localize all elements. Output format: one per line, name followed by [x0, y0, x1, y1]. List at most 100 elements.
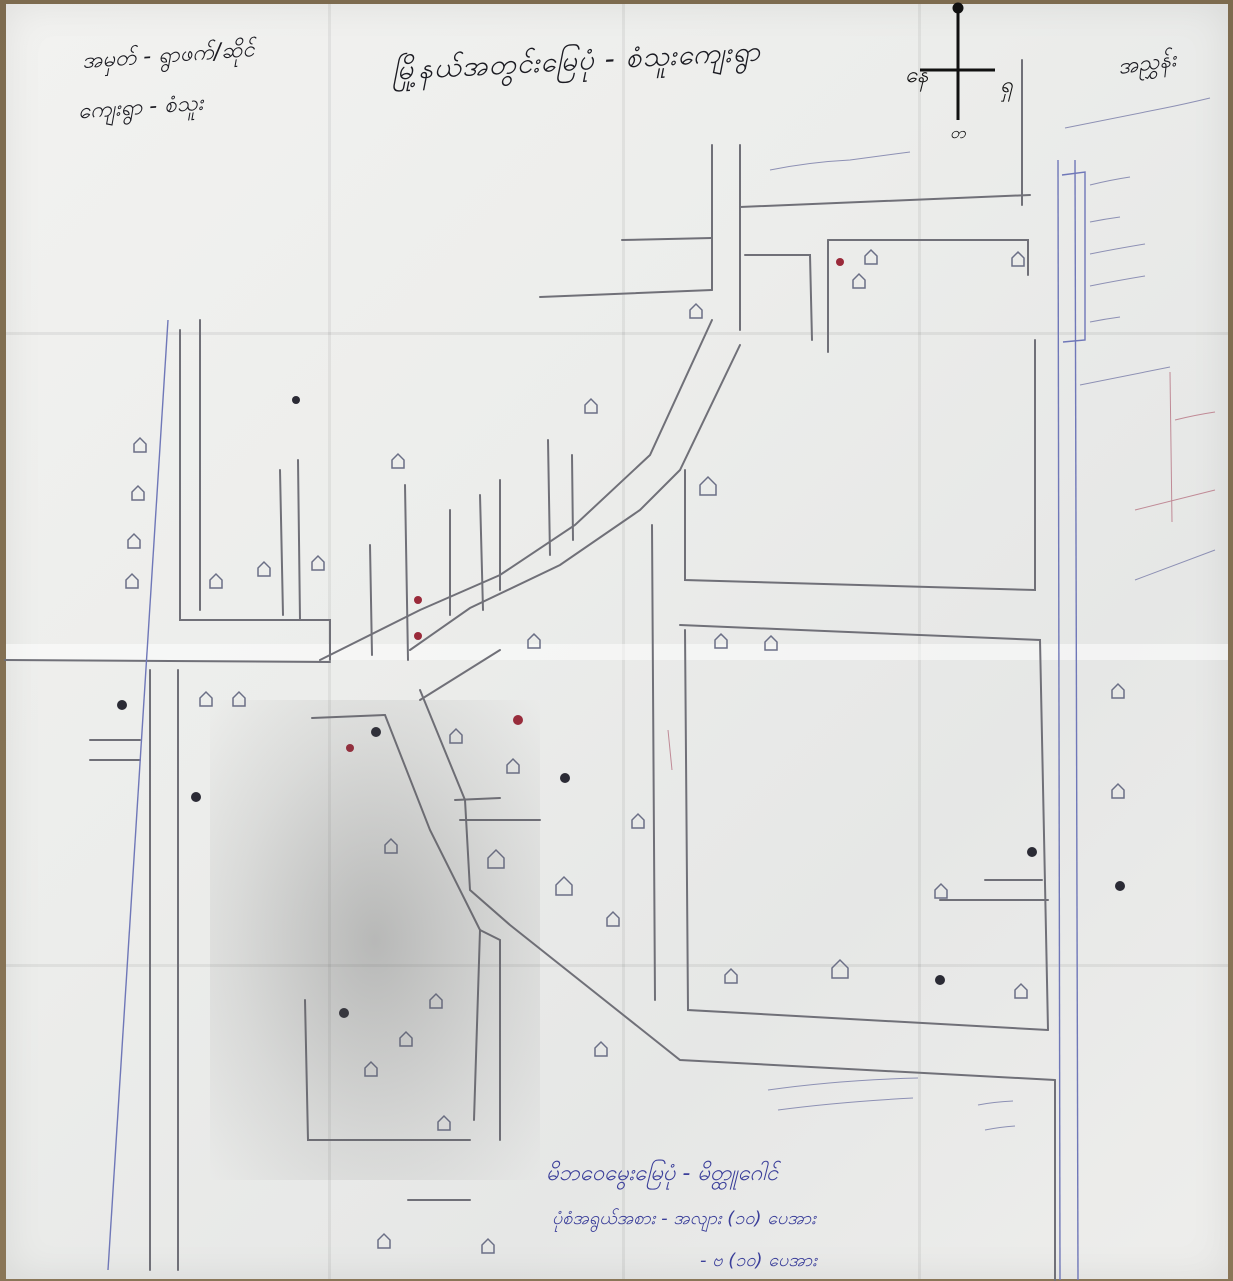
- house-marker: [232, 690, 246, 707]
- house-marker: [831, 958, 849, 979]
- compass-north-mark: [952, 2, 964, 14]
- fold-line: [622, 4, 625, 1279]
- road-line: [4, 659, 331, 663]
- house-marker: [852, 272, 866, 289]
- road-line: [621, 237, 713, 241]
- compass-south-label: တ: [950, 123, 966, 142]
- fold-line: [918, 4, 921, 1279]
- red-marker: [414, 632, 422, 640]
- faint-scribble: [1089, 275, 1146, 287]
- fold-line: [6, 644, 1228, 660]
- footer-line-3: - ဗ (၁၀) ပေအား: [700, 1250, 817, 1271]
- road-line: [419, 689, 1056, 1081]
- compass-east-label: ရှ: [1000, 73, 1013, 98]
- dark-marker: [339, 1008, 349, 1018]
- house-marker: [131, 484, 145, 501]
- road-line: [479, 929, 501, 1141]
- faint-red-scribble: [1174, 411, 1216, 421]
- road-line: [679, 624, 1049, 1031]
- road-line: [454, 797, 501, 801]
- dark-marker: [117, 700, 127, 710]
- road-line: [179, 329, 299, 621]
- paper-sheet: [6, 4, 1228, 1279]
- red-marker: [513, 715, 523, 725]
- dark-markers: [117, 396, 1125, 1018]
- house-marker: [199, 690, 213, 707]
- faint-scribble: [984, 1125, 1016, 1131]
- road-line: [571, 454, 574, 541]
- road-line: [539, 289, 713, 298]
- house-marker: [527, 632, 541, 649]
- house-marker: [209, 572, 223, 589]
- faint-red-scribble: [667, 729, 673, 771]
- house-marker: [506, 757, 520, 774]
- footer-line-2: ပုံစံအရွယ်အစား - အလျား (၁၀) ပေအား: [552, 1208, 816, 1229]
- faint-scribble: [1089, 243, 1146, 255]
- faint-scribble: [1134, 549, 1216, 581]
- house-marker: [699, 475, 717, 496]
- house-marker: [384, 837, 398, 854]
- road-line: [369, 544, 373, 656]
- faint-scribble: [1089, 176, 1131, 186]
- compass-cross: [920, 2, 995, 120]
- road-line: [279, 469, 284, 616]
- faint-scribble: [1079, 366, 1171, 386]
- fold-line: [6, 332, 1228, 335]
- house-marker: [724, 967, 738, 984]
- house-marker: [429, 992, 443, 1009]
- house-marker: [764, 634, 778, 651]
- road-line: [419, 649, 501, 701]
- road-line: [479, 494, 484, 611]
- faint-scribble: [769, 151, 911, 171]
- road-line: [684, 339, 1036, 592]
- road-line: [297, 619, 331, 661]
- dark-marker: [292, 396, 300, 404]
- road-line: [297, 459, 301, 621]
- red-markers: [346, 258, 844, 752]
- dark-marker: [935, 975, 945, 985]
- faint-scribble: [1064, 97, 1211, 129]
- faint-red-scribble: [1169, 371, 1173, 523]
- house-marker: [934, 882, 948, 899]
- ink-lines: [107, 159, 1086, 1281]
- road-line: [739, 194, 1031, 208]
- dark-marker: [191, 792, 201, 802]
- faint-red-scribble: [1134, 489, 1216, 511]
- red-marker: [346, 744, 354, 752]
- faint-scribble: [1089, 216, 1121, 223]
- house-marker: [125, 572, 139, 589]
- road-line: [404, 484, 409, 661]
- road-line: [409, 344, 741, 651]
- house-marker: [1014, 982, 1028, 999]
- red-marker: [836, 258, 844, 266]
- house-markers: [125, 248, 1125, 1254]
- house-marker: [714, 632, 728, 649]
- house-marker: [133, 436, 147, 453]
- ink-line: [1061, 171, 1086, 343]
- house-marker: [377, 1232, 391, 1249]
- road-line: [684, 629, 1049, 1031]
- house-marker: [1011, 250, 1025, 267]
- house-marker: [391, 452, 405, 469]
- house-marker: [487, 848, 505, 869]
- house-marker: [257, 560, 271, 577]
- faint-red-annotations: [667, 371, 1216, 771]
- faint-scribble: [977, 1100, 1014, 1106]
- house-marker: [311, 554, 325, 571]
- dark-marker: [1027, 847, 1037, 857]
- house-marker: [864, 248, 878, 265]
- house-marker: [555, 875, 573, 896]
- faint-scribble: [777, 1097, 914, 1111]
- red-marker: [414, 596, 422, 604]
- road-line: [319, 319, 713, 661]
- house-marker: [399, 1030, 413, 1047]
- house-marker: [606, 910, 620, 927]
- house-marker: [449, 727, 463, 744]
- house-marker: [594, 1040, 608, 1057]
- road-line: [827, 239, 1029, 276]
- road-line: [473, 929, 481, 1121]
- house-marker: [1111, 682, 1125, 699]
- road-line: [651, 524, 656, 1001]
